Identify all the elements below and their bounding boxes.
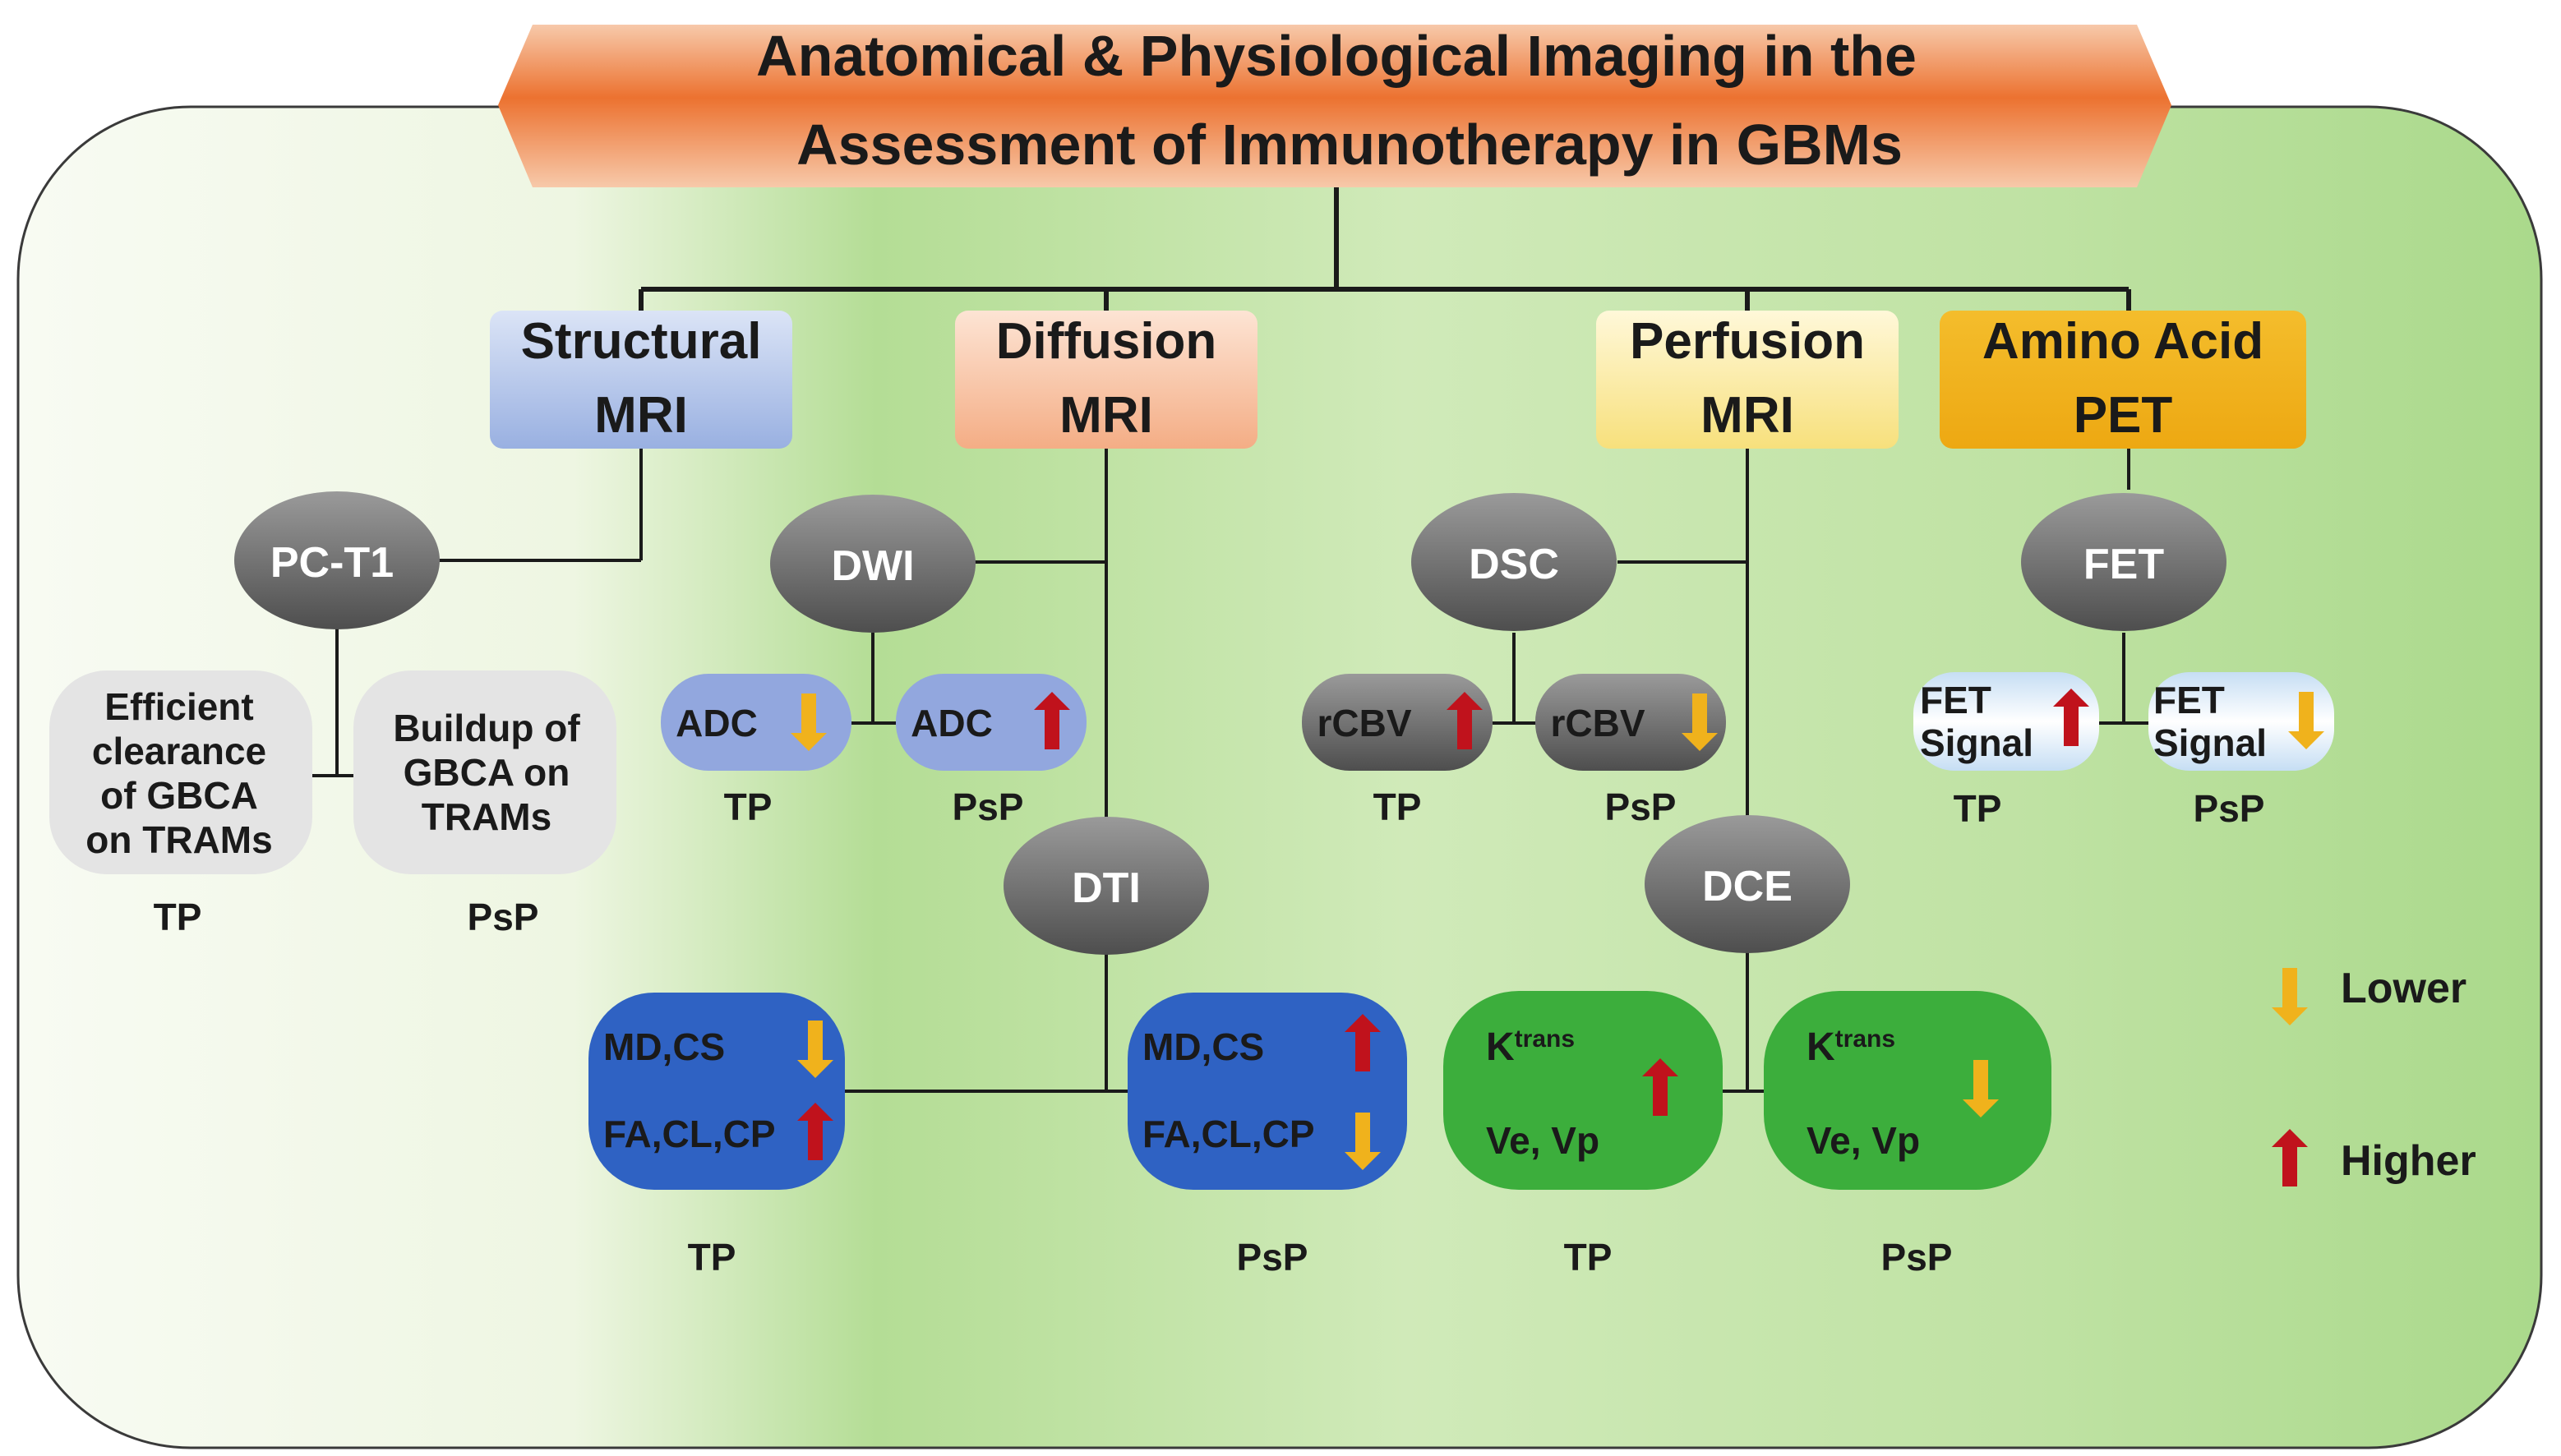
- dsc-tp-rcbv-label: rCBV: [1317, 702, 1411, 744]
- structural-psp-line-2: GBCA on: [404, 751, 570, 794]
- category-amino-line-1: Amino Acid: [1982, 313, 2263, 370]
- dti-psp-row-1: MD,CS: [1142, 1025, 1264, 1068]
- category-amino-line-2: PET: [2074, 387, 2173, 444]
- dce-tp-outcome: TP: [1564, 1236, 1613, 1279]
- connector-lines: [312, 187, 2148, 1093]
- dce-psp-box: [1764, 991, 2051, 1190]
- technique-dce-label: DCE: [1702, 863, 1793, 910]
- category-perfusion-line-1: Perfusion: [1630, 313, 1865, 370]
- category-amino-acid-pet: [1940, 311, 2306, 449]
- dwi-tp-outcome: TP: [724, 786, 773, 828]
- technique-dwi-label: DWI: [831, 542, 914, 590]
- legend: Lower Higher: [2272, 965, 2476, 1186]
- category-structural-mri: [490, 311, 792, 449]
- dce-tp-higher-arrow-icon: [1642, 1058, 1678, 1116]
- structural-tp-line-4: on TRAMs: [85, 818, 272, 861]
- dti-tp-facl-higher-arrow-icon: [797, 1103, 833, 1160]
- adc-tp-lower-arrow-icon: [791, 693, 827, 751]
- technique-dti-oval: [1004, 817, 1209, 955]
- dce-tp-box: [1443, 991, 1723, 1190]
- dwi-tp-adc-label: ADC: [676, 702, 758, 744]
- technique-fet-label: FET: [2083, 541, 2164, 588]
- structural-tp-box: [49, 670, 312, 874]
- title-banner: [498, 25, 2171, 187]
- technique-fet-oval: [2021, 493, 2226, 631]
- legend-lower-arrow-icon: [2272, 968, 2308, 1025]
- category-structural-line-2: MRI: [594, 387, 688, 444]
- fet-tp-line-2: Signal: [1920, 721, 2033, 764]
- dsc-tp-rcbv-pill: [1302, 674, 1493, 771]
- dti-tp-outcome: TP: [688, 1236, 736, 1279]
- structural-psp-line-1: Buildup of: [393, 707, 580, 749]
- dti-psp-facl-lower-arrow-icon: [1345, 1113, 1381, 1170]
- dce-psp-k-base: K: [1807, 1025, 1835, 1069]
- dti-psp-row-2: FA,CL,CP: [1142, 1113, 1315, 1155]
- dti-psp-mdcs-higher-arrow-icon: [1345, 1014, 1381, 1071]
- technique-pc-t1-label: PC-T1: [270, 539, 394, 587]
- fet-tp-signal-pill: [1913, 672, 2099, 771]
- fet-psp-signal-pill: [2148, 672, 2334, 771]
- title-line-1: Anatomical & Physiological Imaging in th…: [756, 24, 1917, 88]
- dti-tp-row-1: MD,CS: [603, 1025, 725, 1068]
- adc-psp-higher-arrow-icon: [1034, 692, 1070, 749]
- legend-higher-label: Higher: [2341, 1137, 2476, 1185]
- fet-tp-higher-arrow-icon: [2053, 689, 2089, 746]
- dce-psp-row-2: Ve, Vp: [1807, 1119, 1920, 1162]
- category-diffusion-mri: [955, 311, 1257, 449]
- fet-psp-line-2: Signal: [2153, 721, 2267, 764]
- fet-psp-outcome: PsP: [2194, 787, 2265, 830]
- dce-tp-row-2: Ve, Vp: [1486, 1119, 1599, 1162]
- fet-tp-line-1: FET: [1920, 679, 1991, 721]
- structural-tp-line-1: Efficient: [104, 685, 253, 728]
- structural-psp-outcome: PsP: [468, 896, 539, 938]
- dce-tp-k-base: K: [1486, 1025, 1515, 1069]
- structural-tp-line-2: clearance: [92, 730, 266, 772]
- technique-pc-t1-oval: [234, 491, 440, 629]
- dce-tp-row-1: Ktrans: [1486, 1025, 1575, 1069]
- technique-dsc-oval: [1411, 493, 1617, 631]
- category-diffusion-line-2: MRI: [1059, 387, 1153, 444]
- dti-tp-row-2: FA,CL,CP: [603, 1113, 776, 1155]
- fet-tp-outcome: TP: [1954, 787, 2002, 830]
- dsc-psp-outcome: PsP: [1605, 786, 1677, 828]
- dwi-psp-outcome: PsP: [953, 786, 1024, 828]
- dti-tp-mdcs-lower-arrow-icon: [797, 1021, 833, 1078]
- category-diffusion-line-1: Diffusion: [996, 313, 1217, 370]
- dti-tp-box: [588, 993, 845, 1190]
- dce-psp-lower-arrow-icon: [1963, 1060, 1999, 1117]
- dce-psp-row-1: Ktrans: [1807, 1025, 1895, 1069]
- dce-psp-k-superscript: trans: [1835, 1025, 1895, 1053]
- dce-psp-outcome: PsP: [1881, 1236, 1953, 1279]
- technique-dsc-label: DSC: [1469, 541, 1559, 588]
- technique-dwi-oval: [770, 495, 976, 633]
- technique-dce-oval: [1645, 815, 1850, 953]
- fet-psp-line-1: FET: [2153, 679, 2225, 721]
- dsc-psp-rcbv-label: rCBV: [1550, 702, 1645, 744]
- title-line-2: Assessment of Immunotherapy in GBMs: [796, 113, 1903, 177]
- dti-psp-box: [1128, 993, 1407, 1190]
- category-perfusion-mri: [1596, 311, 1899, 449]
- dwi-psp-adc-label: ADC: [911, 702, 993, 744]
- rcbv-psp-lower-arrow-icon: [1682, 693, 1718, 751]
- dce-tp-k-superscript: trans: [1515, 1025, 1575, 1053]
- legend-lower-label: Lower: [2341, 965, 2466, 1012]
- rcbv-tp-higher-arrow-icon: [1447, 692, 1483, 749]
- category-structural-line-1: Structural: [521, 313, 762, 370]
- dti-psp-outcome: PsP: [1237, 1236, 1308, 1279]
- structural-psp-line-3: TRAMs: [422, 795, 551, 838]
- structural-tp-outcome: TP: [154, 896, 202, 938]
- dsc-tp-outcome: TP: [1373, 786, 1422, 828]
- structural-psp-box: [353, 670, 616, 874]
- dwi-psp-adc-pill: [896, 674, 1087, 771]
- technique-dti-label: DTI: [1072, 864, 1141, 912]
- legend-higher-arrow-icon: [2272, 1129, 2308, 1186]
- fet-psp-lower-arrow-icon: [2288, 692, 2324, 749]
- dsc-psp-rcbv-pill: [1535, 674, 1726, 771]
- structural-tp-line-3: of GBCA: [100, 774, 258, 817]
- category-perfusion-line-2: MRI: [1700, 387, 1794, 444]
